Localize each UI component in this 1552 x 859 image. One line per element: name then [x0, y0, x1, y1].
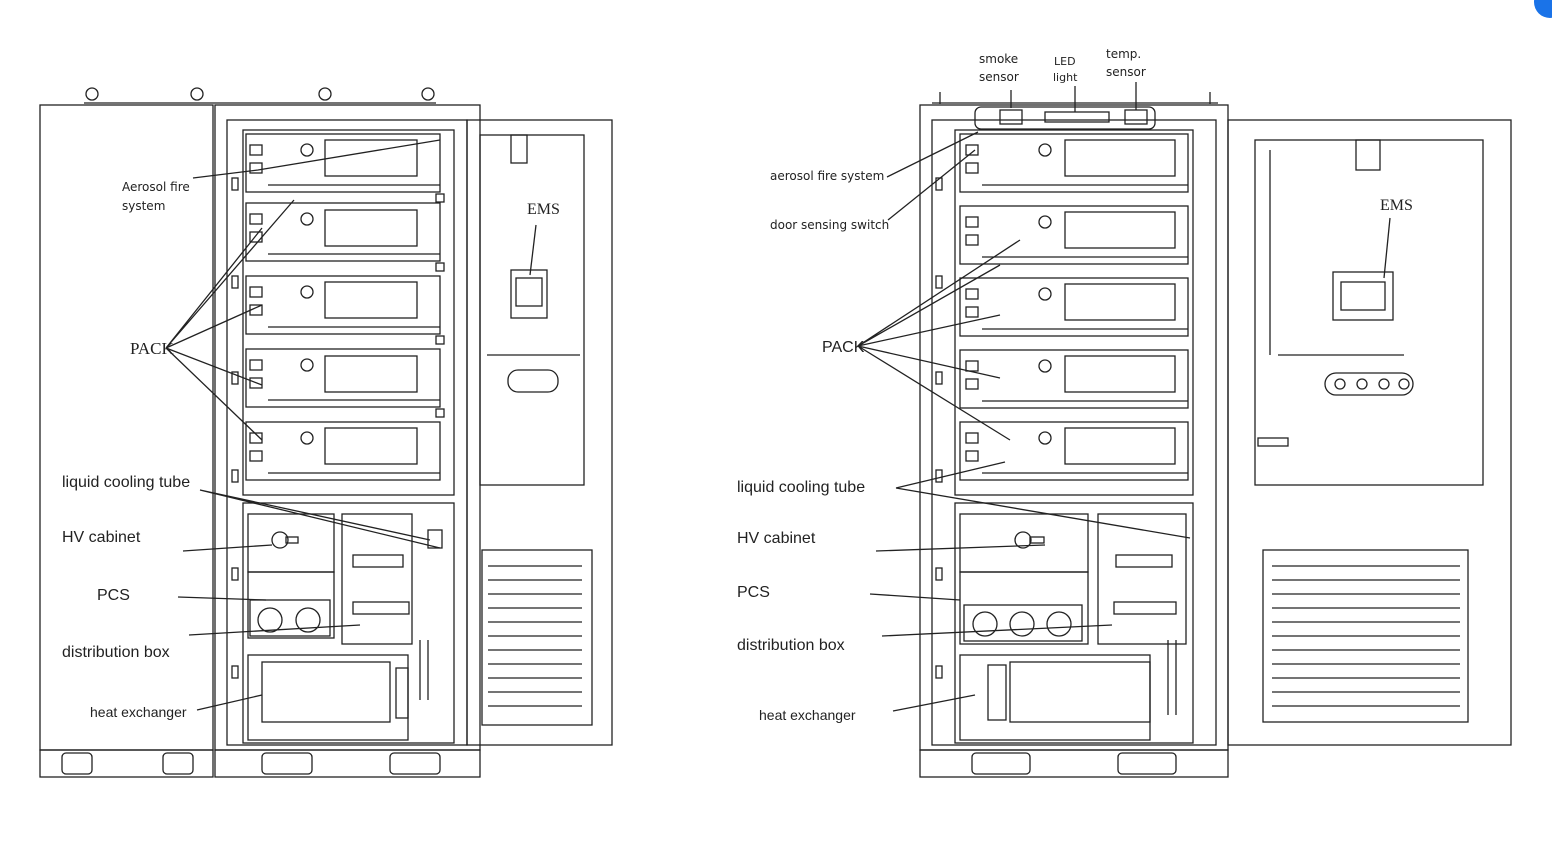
label-liquid-cooling-tube: liquid cooling tube	[62, 474, 190, 491]
pack-module	[245, 133, 445, 203]
lifting-eye	[190, 87, 204, 101]
distribution-box-panel	[1097, 513, 1187, 645]
leader-hv	[182, 544, 273, 552]
label-heat-exchanger: heat exchanger	[90, 704, 187, 720]
pack-module	[245, 275, 445, 345]
lower-compartment	[242, 502, 455, 744]
pack-rack	[242, 129, 455, 496]
label-ems: EMS	[1380, 197, 1413, 214]
lower-compartment	[954, 502, 1194, 744]
label-pack: PACK	[130, 339, 175, 358]
label-aerosol-line2: system	[122, 199, 165, 213]
leader-heat-exchanger	[196, 694, 263, 711]
left-labels: Aerosol fire system EMS PACK liquid cool…	[62, 180, 560, 720]
right-cabinet-base	[919, 749, 1229, 778]
pack-module	[959, 277, 1189, 337]
label-hv-cabinet: HV cabinet	[737, 530, 816, 547]
label-ems: EMS	[527, 201, 560, 218]
label-pcs: PCS	[97, 587, 130, 604]
leader-hv	[875, 544, 1046, 552]
leader-liquid-cooling	[895, 461, 1191, 539]
vent-grille	[1262, 549, 1469, 723]
label-hv-cabinet: HV cabinet	[62, 529, 141, 546]
hv-cabinet-box	[959, 513, 1089, 573]
right-door-panel	[1227, 119, 1512, 746]
leader-ems	[529, 224, 537, 276]
label-smoke-line2: sensor	[979, 70, 1019, 84]
pcs-box	[959, 571, 1089, 645]
pack-module	[959, 349, 1189, 409]
heat-exchanger-box	[247, 654, 409, 741]
leader-aerosol	[886, 131, 979, 178]
left-door-base	[39, 749, 214, 778]
label-door-sensing-switch: door sensing switch	[770, 218, 889, 232]
label-pcs: PCS	[737, 584, 770, 601]
leader-distribution	[188, 624, 361, 636]
ems-panel	[1254, 139, 1484, 486]
smoke-sensor	[999, 109, 1023, 125]
lifting-eye	[85, 87, 99, 101]
pack-module	[959, 133, 1189, 193]
led-light	[1044, 111, 1110, 123]
label-led-line1: LED	[1054, 55, 1076, 68]
pack-module	[959, 205, 1189, 265]
right-door-panel	[466, 119, 613, 746]
corner-badge	[1534, 0, 1552, 18]
pcs-box	[247, 571, 335, 639]
label-temp-line1: temp.	[1106, 47, 1141, 61]
temp-sensor	[1124, 109, 1148, 125]
label-distribution-box: distribution box	[62, 644, 170, 661]
pack-module	[245, 348, 445, 418]
button-panel	[1324, 372, 1414, 396]
lifting-eye	[421, 87, 435, 101]
sensor-housing	[974, 106, 1156, 130]
label-temp-line2: sensor	[1106, 65, 1146, 79]
pack-module	[959, 421, 1189, 481]
ems-panel	[479, 134, 585, 486]
pack-rack	[954, 129, 1194, 496]
lifting-eye	[318, 87, 332, 101]
leader-distribution	[881, 624, 1113, 637]
label-led-line2: light	[1053, 71, 1078, 84]
ems-screen	[510, 269, 548, 319]
label-aerosol-line1: Aerosol fire	[122, 180, 190, 194]
right-cabinet-diagram	[857, 82, 1512, 778]
ems-screen	[1332, 271, 1394, 321]
distribution-box-panel	[341, 513, 413, 645]
label-pack: PACK	[822, 339, 865, 356]
leader-aerosol	[192, 139, 441, 179]
label-liquid-cooling-tube: liquid cooling tube	[737, 479, 865, 496]
left-cabinet-base	[214, 749, 481, 778]
vent-grille	[481, 549, 593, 726]
label-smoke-line1: smoke	[979, 52, 1018, 66]
label-distribution-box: distribution box	[737, 637, 845, 654]
right-labels: smoke sensor LED light temp. sensor aero…	[737, 47, 1413, 723]
pack-module	[245, 421, 441, 481]
label-aerosol: aerosol fire system	[770, 169, 884, 183]
pack-module	[245, 202, 445, 272]
leader-pcs	[869, 593, 961, 601]
leader-heat-exchanger	[892, 694, 976, 712]
leader-pcs	[177, 596, 267, 601]
label-heat-exchanger: heat exchanger	[759, 707, 856, 723]
leader-pack	[165, 199, 295, 441]
leader-door-switch	[887, 149, 976, 221]
left-cabinet-diagram	[39, 87, 613, 778]
leader-liquid-cooling	[199, 489, 441, 549]
leader-pack	[857, 239, 1021, 441]
leader-ems	[1383, 217, 1391, 279]
